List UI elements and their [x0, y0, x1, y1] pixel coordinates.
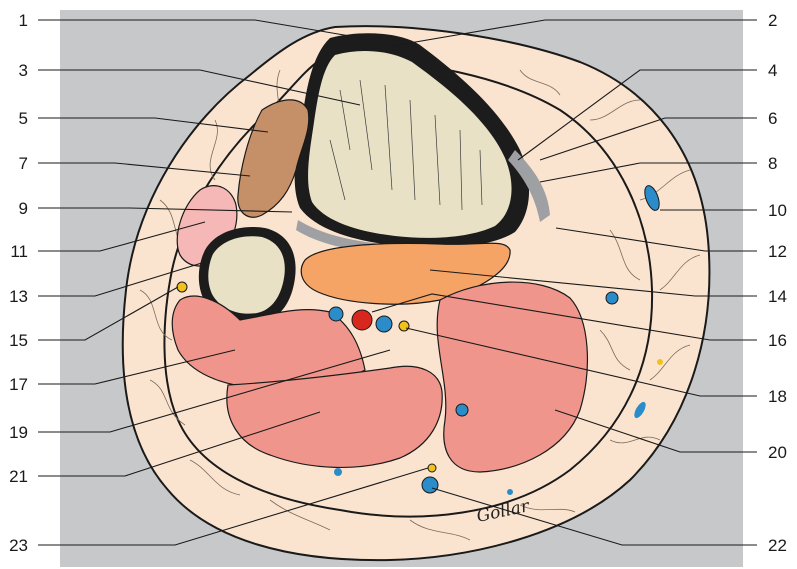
- label-right-12: 12: [768, 242, 787, 261]
- perforating-vein: [456, 404, 468, 416]
- label-right-20: 20: [768, 443, 787, 462]
- label-left-17: 17: [9, 375, 28, 394]
- posterior-tibial-vein-1: [329, 307, 343, 321]
- fibula-marrow: [208, 236, 285, 313]
- label-left-7: 7: [19, 154, 28, 173]
- posterior-vein-small: [507, 489, 513, 495]
- label-right-8: 8: [768, 154, 777, 173]
- lateral-nerve-small: [657, 359, 663, 365]
- posterior-tibial-vein-2: [376, 316, 392, 332]
- label-left-15: 15: [9, 331, 28, 350]
- posterior-tibial-artery: [352, 310, 372, 330]
- label-right-18: 18: [768, 387, 787, 406]
- label-right-10: 10: [768, 201, 787, 220]
- label-right-6: 6: [768, 109, 777, 128]
- label-left-23: 23: [9, 536, 28, 555]
- label-right-4: 4: [768, 61, 777, 80]
- tibial-nerve: [399, 321, 409, 331]
- label-right-16: 16: [768, 331, 787, 350]
- label-right-14: 14: [768, 287, 787, 306]
- small-saphenous-vein: [422, 477, 438, 493]
- medial-vein-small: [606, 292, 618, 304]
- label-left-9: 9: [19, 199, 28, 218]
- label-right-22: 22: [768, 536, 787, 555]
- posterior-superficial-vein: [334, 468, 342, 476]
- label-right-2: 2: [768, 11, 777, 30]
- label-left-19: 19: [9, 423, 28, 442]
- label-left-1: 1: [19, 11, 28, 30]
- peroneal-vessel: [177, 282, 187, 292]
- label-left-3: 3: [19, 61, 28, 80]
- label-left-11: 11: [10, 242, 28, 261]
- sural-nerve: [428, 464, 436, 472]
- label-left-13: 13: [9, 287, 28, 306]
- label-left-5: 5: [19, 109, 28, 128]
- labels-right: 2 4 6 8 10 12 14 16 18 20 22: [768, 11, 787, 555]
- label-left-21: 21: [9, 467, 28, 486]
